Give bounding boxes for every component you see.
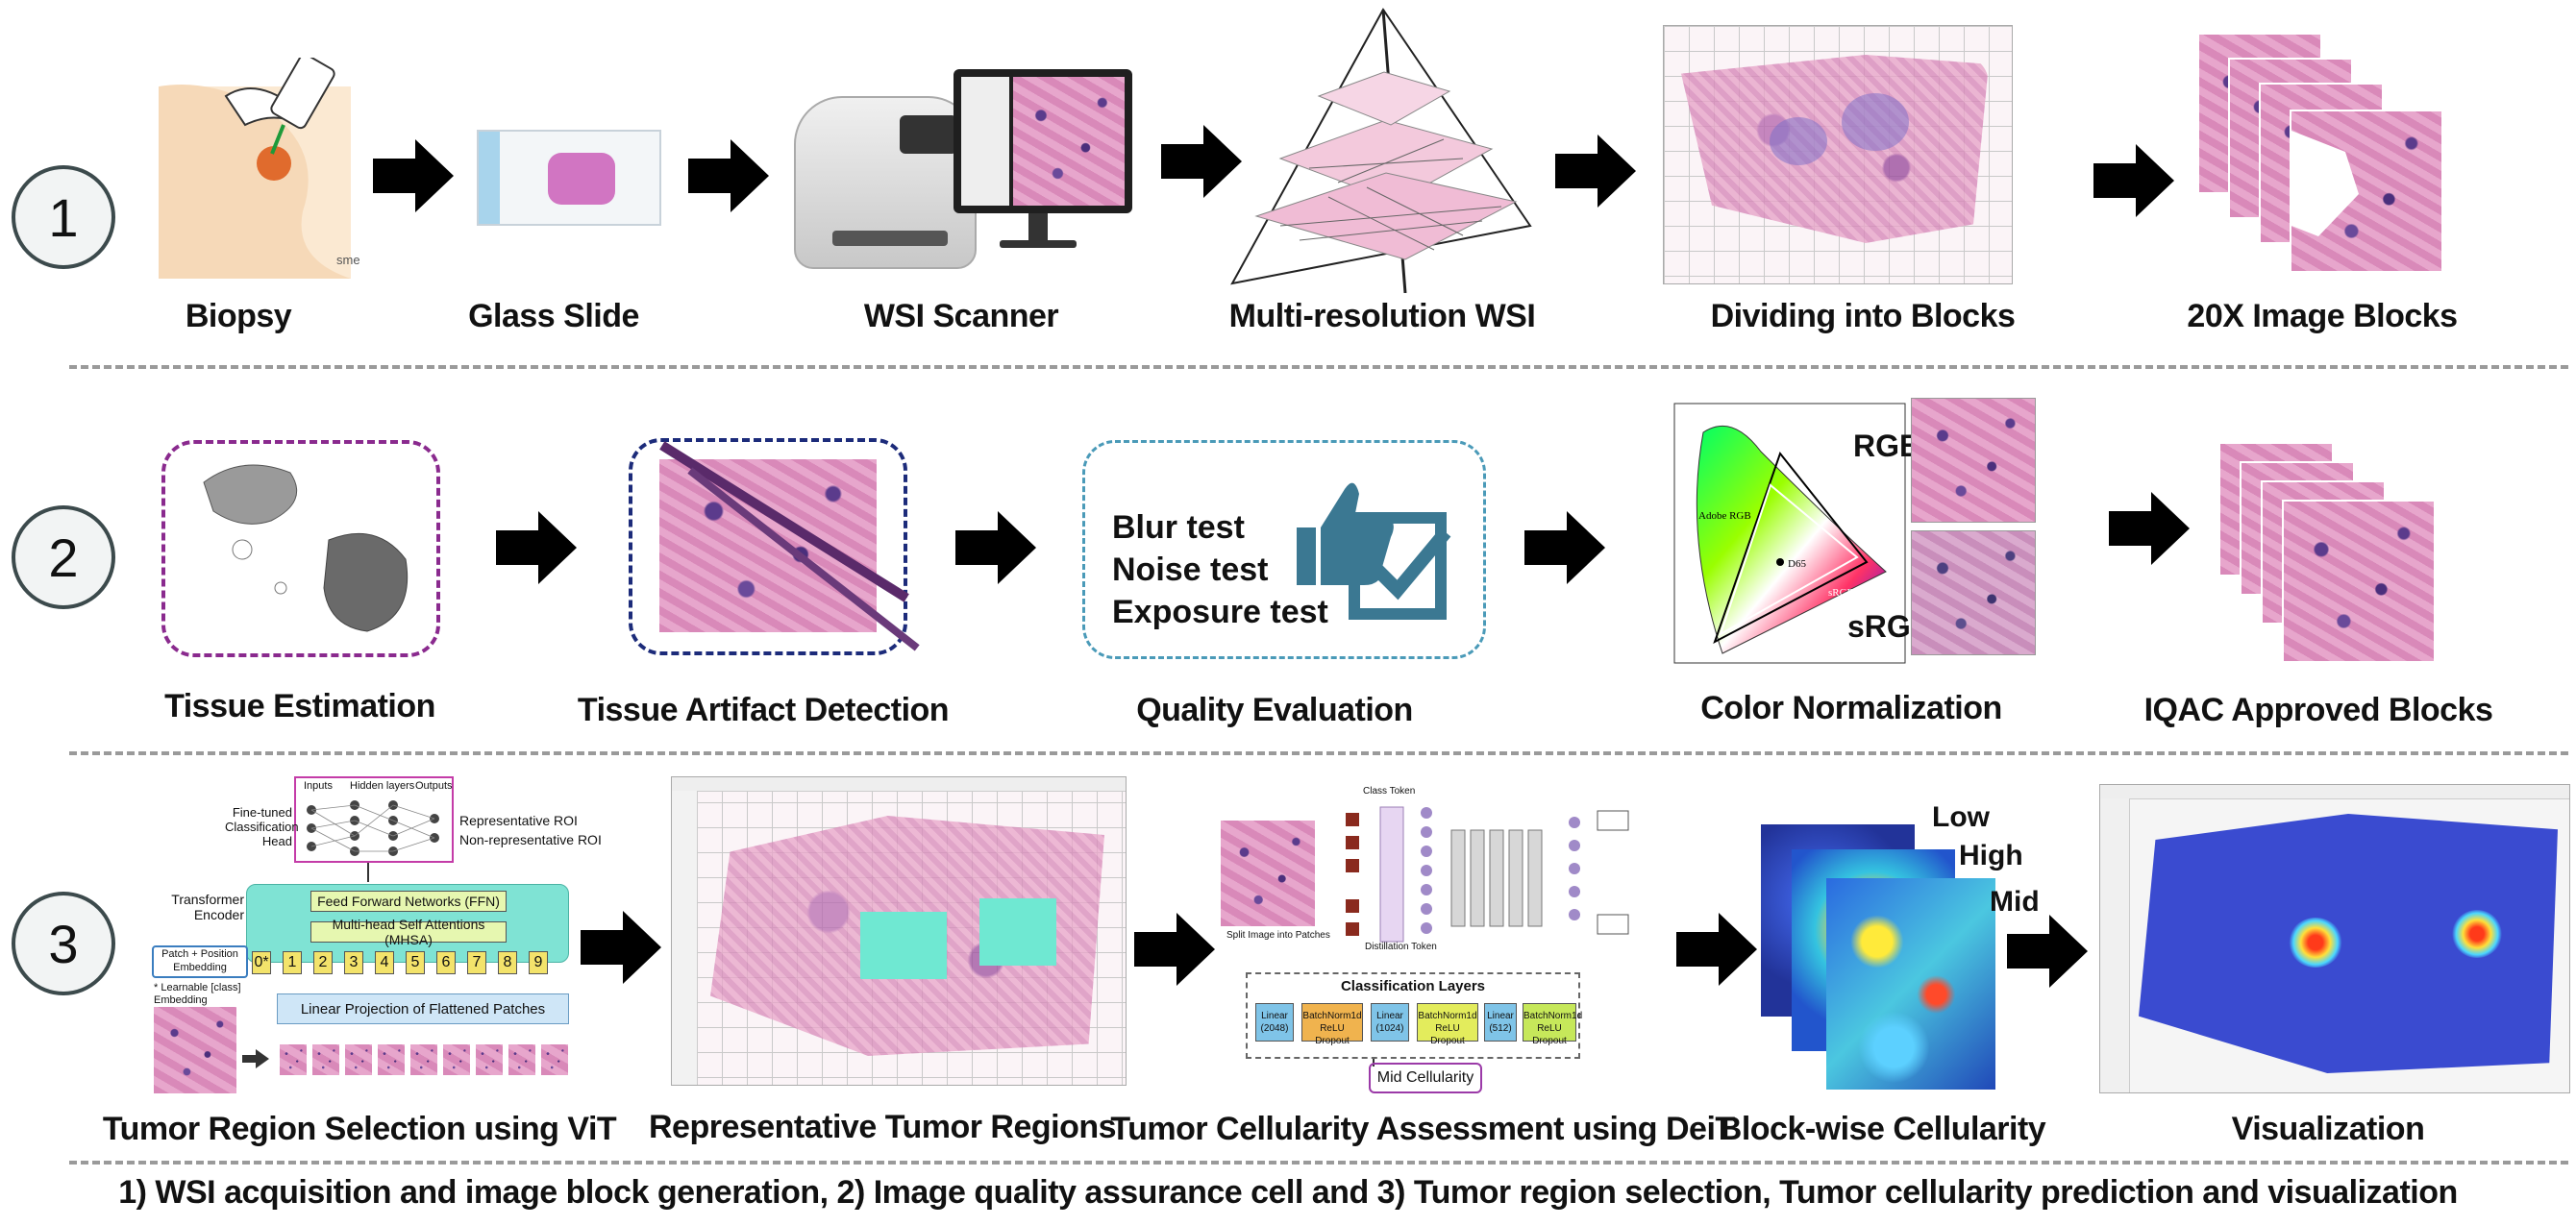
section-divider [69,1161,2568,1165]
neural-net-icon [307,800,439,856]
step-label: Tumor Region Selection using ViT [102,1111,617,1147]
monitor-image [954,69,1132,213]
step-label: WSI Scanner [863,298,1059,334]
step-label: Representative Tumor Regions [648,1109,1117,1145]
deit-input-image [1221,821,1315,926]
arrow-icon [2109,492,2190,565]
inputs-label: Inputs [304,780,333,792]
arrow-icon [242,1049,269,1068]
wsi-scanner-image [794,86,986,279]
step-label: Biopsy [185,298,292,334]
step-label: Color Normalization [1700,690,2002,726]
mid-cellularity-output: Mid Cellularity [1369,1063,1482,1093]
linear-layer-512: Linear(512) [1484,1003,1517,1042]
section-divider [69,751,2568,755]
approved-block [2282,500,2436,663]
step-label: IQAC Approved Blocks [2143,692,2493,728]
step-label: Quality Evaluation [1136,692,1413,728]
chromaticity-diagram: Adobe RGB D65 sRGB [1673,403,1906,664]
arrow-icon [2093,144,2174,217]
split-patches-label: Split Image into Patches [1226,930,1330,941]
step-label: Tumor Cellularity Assessment using DeiT [1110,1111,1735,1147]
image-block [2290,110,2443,273]
stage-3-badge: 3 [12,892,115,995]
tissue-mask-image [203,464,409,632]
stage-2-badge: 2 [12,505,115,609]
biopsy-tag: sme [336,253,360,267]
high-label: High [1959,840,2023,871]
arrow-icon [1676,913,1757,986]
mhsa-layer: Multi-head Self Attentions (MHSA) [310,917,507,947]
step-label: 20X Image Blocks [2187,298,2458,334]
rgb-patch-image [1911,398,2036,523]
token-row: 0* 1 2 3 4 5 6 7 8 9 [252,949,569,976]
low-label: Low [1932,801,1990,833]
step-label: Multi-resolution WSI [1228,298,1536,334]
patch-position-embedding: Patch + Position Embedding [152,945,248,978]
stage-1-badge: 1 [12,165,115,269]
arrow-icon [1161,125,1242,198]
distillation-token-label: Distillation Token [1365,942,1437,952]
class-token-label: Class Token [1363,786,1416,797]
arrow-icon [2007,915,2088,988]
classification-head-box: Inputs Hidden layers Outputs [294,776,454,863]
mid-label: Mid [1990,886,2040,918]
arrow-icon [1555,135,1636,208]
classification-layers-title: Classification Layers [1340,978,1486,994]
artifact-detection-box [629,438,920,655]
arrow-icon [955,511,1036,584]
multi-resolution-pyramid [1230,8,1532,293]
classification-head-label: Fine-tuned Classification Head [225,805,299,848]
exposure-test-label: Exposure test [1112,594,1328,630]
hidden-layers-label: Hidden layers [350,780,415,792]
adobe-rgb-label: Adobe RGB [1698,510,1751,522]
step-label: Visualization [2231,1111,2425,1147]
arrow-icon [581,911,661,984]
linear-layer-1024: Linear(1024) [1371,1003,1409,1042]
representative-regions-image [671,776,1127,1086]
transformer-encoder-block: Feed Forward Networks (FFN) Multi-head S… [246,884,569,963]
arrow-icon [1524,511,1605,584]
tissue-estimation-box [161,440,440,657]
srgb-patch-image [1911,530,2036,655]
representative-roi-label: Representative ROI [459,813,578,828]
linear-projection-layer: Linear Projection of Flattened Patches [277,993,569,1024]
step-label: Tissue Estimation [164,688,435,724]
thumbs-up-checklist-icon [1297,482,1451,620]
classification-layers-box: Classification Layers Linear(2048) Batch… [1246,972,1582,1059]
ffn-layer: Feed Forward Networks (FFN) [310,891,507,912]
figure-caption: 1) WSI acquisition and image block gener… [118,1174,2458,1211]
deit-network-diagram [1346,806,1629,943]
learnable-embedding-label: * Learnable [class] Embedding [154,982,241,1006]
biopsy-illustration: sme [159,58,360,279]
section-divider [69,365,2568,369]
step-label: Dividing into Blocks [1710,298,2016,334]
srgb-small-label: sRGB [1828,587,1854,599]
heatmap-mid [1826,878,1995,1090]
step-label: Tissue Artifact Detection [577,692,950,728]
linear-layer-2048: Linear(2048) [1255,1003,1294,1042]
blur-test-label: Blur test [1112,509,1245,546]
wsi-grid-image [1663,25,2013,284]
quality-evaluation-box: Blur test Noise test Exposure test [1082,440,1486,659]
arrow-icon [1134,913,1215,986]
d65-label: D65 [1788,558,1806,570]
visualization-image [2099,784,2570,1093]
outputs-label: Outputs [415,780,453,792]
non-representative-roi-label: Non-representative ROI [459,832,602,847]
glass-slide-image [477,130,661,226]
step-label: Glass Slide [468,298,639,334]
noise-test-label: Noise test [1112,552,1269,588]
step-label: Block-wise Cellularity [1718,1111,2046,1147]
arrow-icon [688,139,769,212]
input-patch-image [154,1007,236,1093]
transformer-encoder-label: Transformer Encoder [171,892,244,922]
arrow-icon [496,511,577,584]
arrow-icon [373,139,454,212]
rgb-label: RGB [1853,429,1922,463]
flattened-patches [279,1043,571,1076]
